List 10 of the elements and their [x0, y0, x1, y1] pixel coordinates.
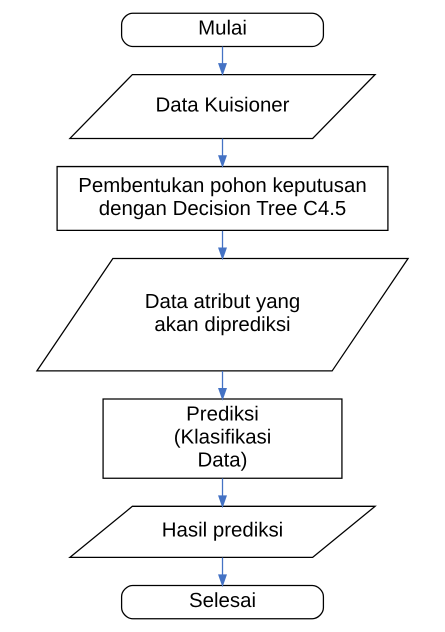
arrow — [218, 478, 227, 508]
arrow — [218, 46, 227, 76]
arrow — [218, 370, 227, 401]
arrow — [218, 558, 227, 588]
arrow — [218, 230, 227, 260]
node-box: Prediksi (Klasifikasi Data) — [102, 398, 343, 479]
node-box: Mulai — [120, 12, 324, 48]
arrow — [218, 138, 227, 168]
node-box: Selesai — [120, 584, 324, 620]
node-box: Pembentukan pohon keputusan dengan Decision Tree C4.5 — [56, 166, 389, 232]
